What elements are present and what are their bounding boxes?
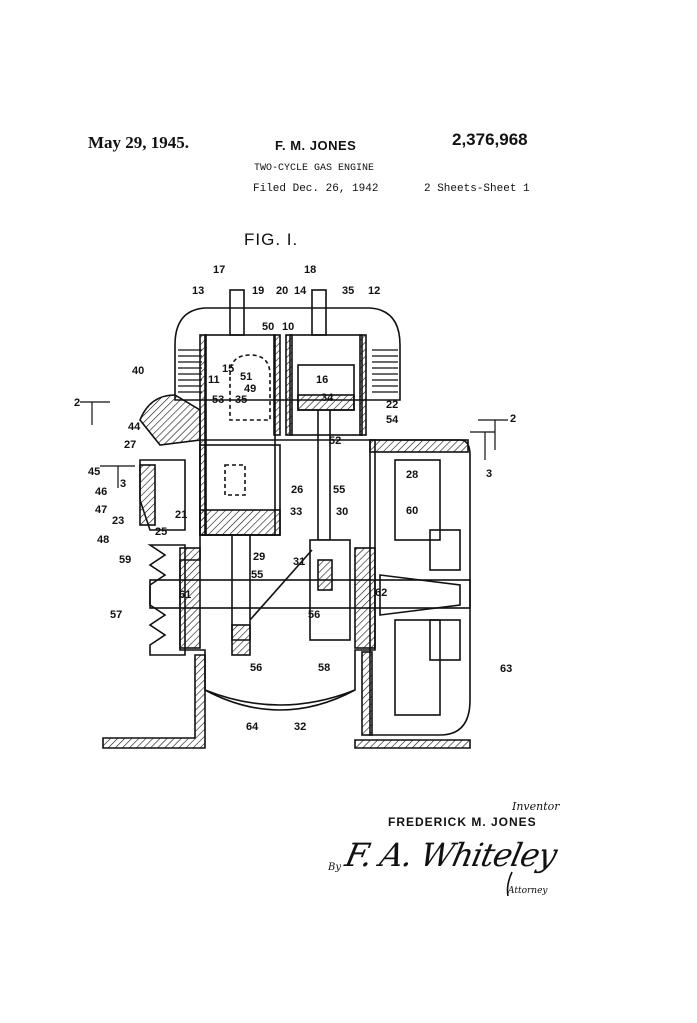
ref-numeral: 27: [124, 439, 137, 451]
inventor-label: Inventor: [512, 800, 560, 813]
attorney-label: Attorney: [508, 886, 548, 896]
patent-number: 2,376,968: [452, 130, 528, 149]
ref-numeral: 21: [175, 509, 188, 521]
inventor-name: FREDERICK M. JONES: [388, 815, 537, 829]
figure-label: FIG. I.: [244, 230, 299, 249]
ref-numeral: 56: [250, 662, 263, 674]
ref-numeral: 55: [251, 569, 264, 581]
ref-numeral: 34: [321, 392, 334, 404]
ref-numeral: 30: [336, 506, 349, 518]
ref-numeral: 12: [368, 285, 381, 297]
section-lines: [80, 401, 508, 488]
spark-plug-right: [311, 289, 327, 336]
ref-numeral: 22: [386, 399, 399, 411]
ref-numeral: 13: [192, 285, 205, 297]
patent-date: May 29, 1945.: [88, 133, 190, 152]
ref-numeral: 35: [342, 285, 355, 297]
ref-numeral: 28: [406, 469, 419, 481]
ref-numeral: 49: [244, 383, 257, 395]
ref-numeral: 2: [510, 413, 517, 425]
ref-numeral: 54: [386, 414, 399, 426]
ref-numeral: 40: [132, 365, 145, 377]
ref-numeral: 11: [208, 374, 220, 386]
ref-numeral: 15: [222, 363, 235, 375]
intake-manifold: [139, 394, 201, 446]
ref-numeral: 45: [88, 466, 101, 478]
by-label: By: [328, 862, 341, 873]
ref-numeral: 19: [252, 285, 265, 297]
ref-numeral: 14: [294, 285, 307, 297]
sheet-count: 2 Sheets-Sheet 1: [424, 183, 530, 195]
ref-numeral: 47: [95, 504, 108, 516]
ref-numeral: 56: [308, 609, 321, 621]
ref-numeral: 58: [318, 662, 331, 674]
ref-numeral: 46: [95, 486, 108, 498]
cylinder-left: [204, 334, 276, 536]
ref-numeral: 52: [329, 435, 342, 447]
attorney-signature: F. A. Whiteley: [341, 836, 560, 874]
inventor-short: F. M. JONES: [275, 138, 357, 153]
spark-plug-left: [229, 289, 245, 336]
ref-numeral: 3: [486, 468, 493, 480]
ref-numeral: 29: [253, 551, 266, 563]
ref-numeral: 17: [213, 264, 226, 276]
ref-numeral: 23: [112, 515, 125, 527]
ref-numeral: 33: [290, 506, 303, 518]
ref-numeral: 62: [375, 587, 388, 599]
ref-numeral: 18: [304, 264, 317, 276]
ref-numeral: 35: [235, 394, 248, 406]
pulley: [147, 544, 186, 656]
ref-numeral: 55: [333, 484, 346, 496]
connecting-rod-right: [317, 410, 331, 541]
ref-numeral: 53: [212, 394, 225, 406]
ref-numeral: 64: [246, 721, 259, 733]
ref-numeral: 16: [316, 374, 329, 386]
ref-numeral: 57: [110, 609, 123, 621]
filed-date: Filed Dec. 26, 1942: [253, 183, 379, 195]
ref-numeral: 63: [500, 663, 513, 675]
ref-numeral: 32: [294, 721, 307, 733]
ref-numeral: 48: [97, 534, 110, 546]
ref-numeral: 25: [155, 526, 168, 538]
ref-numeral: 31: [293, 556, 306, 568]
head-cover: [174, 307, 401, 401]
patent-title: TWO-CYCLE GAS ENGINE: [254, 163, 375, 174]
ref-numeral: 3: [120, 478, 127, 490]
ref-numeral: 20: [276, 285, 289, 297]
ref-numeral: 51: [240, 371, 253, 383]
base-bracket: [102, 654, 206, 749]
cooling-fins: [178, 349, 398, 393]
signature-tail: [506, 871, 513, 897]
ref-numeral: 2: [74, 397, 81, 409]
ref-numeral: 50: [262, 321, 275, 333]
ref-numeral: 44: [128, 421, 141, 433]
ref-numeral: 61: [179, 589, 192, 601]
ref-numeral: 10: [282, 321, 295, 333]
ref-numeral: 59: [119, 554, 132, 566]
ref-numeral: 26: [291, 484, 304, 496]
ref-numeral: 60: [406, 505, 419, 517]
